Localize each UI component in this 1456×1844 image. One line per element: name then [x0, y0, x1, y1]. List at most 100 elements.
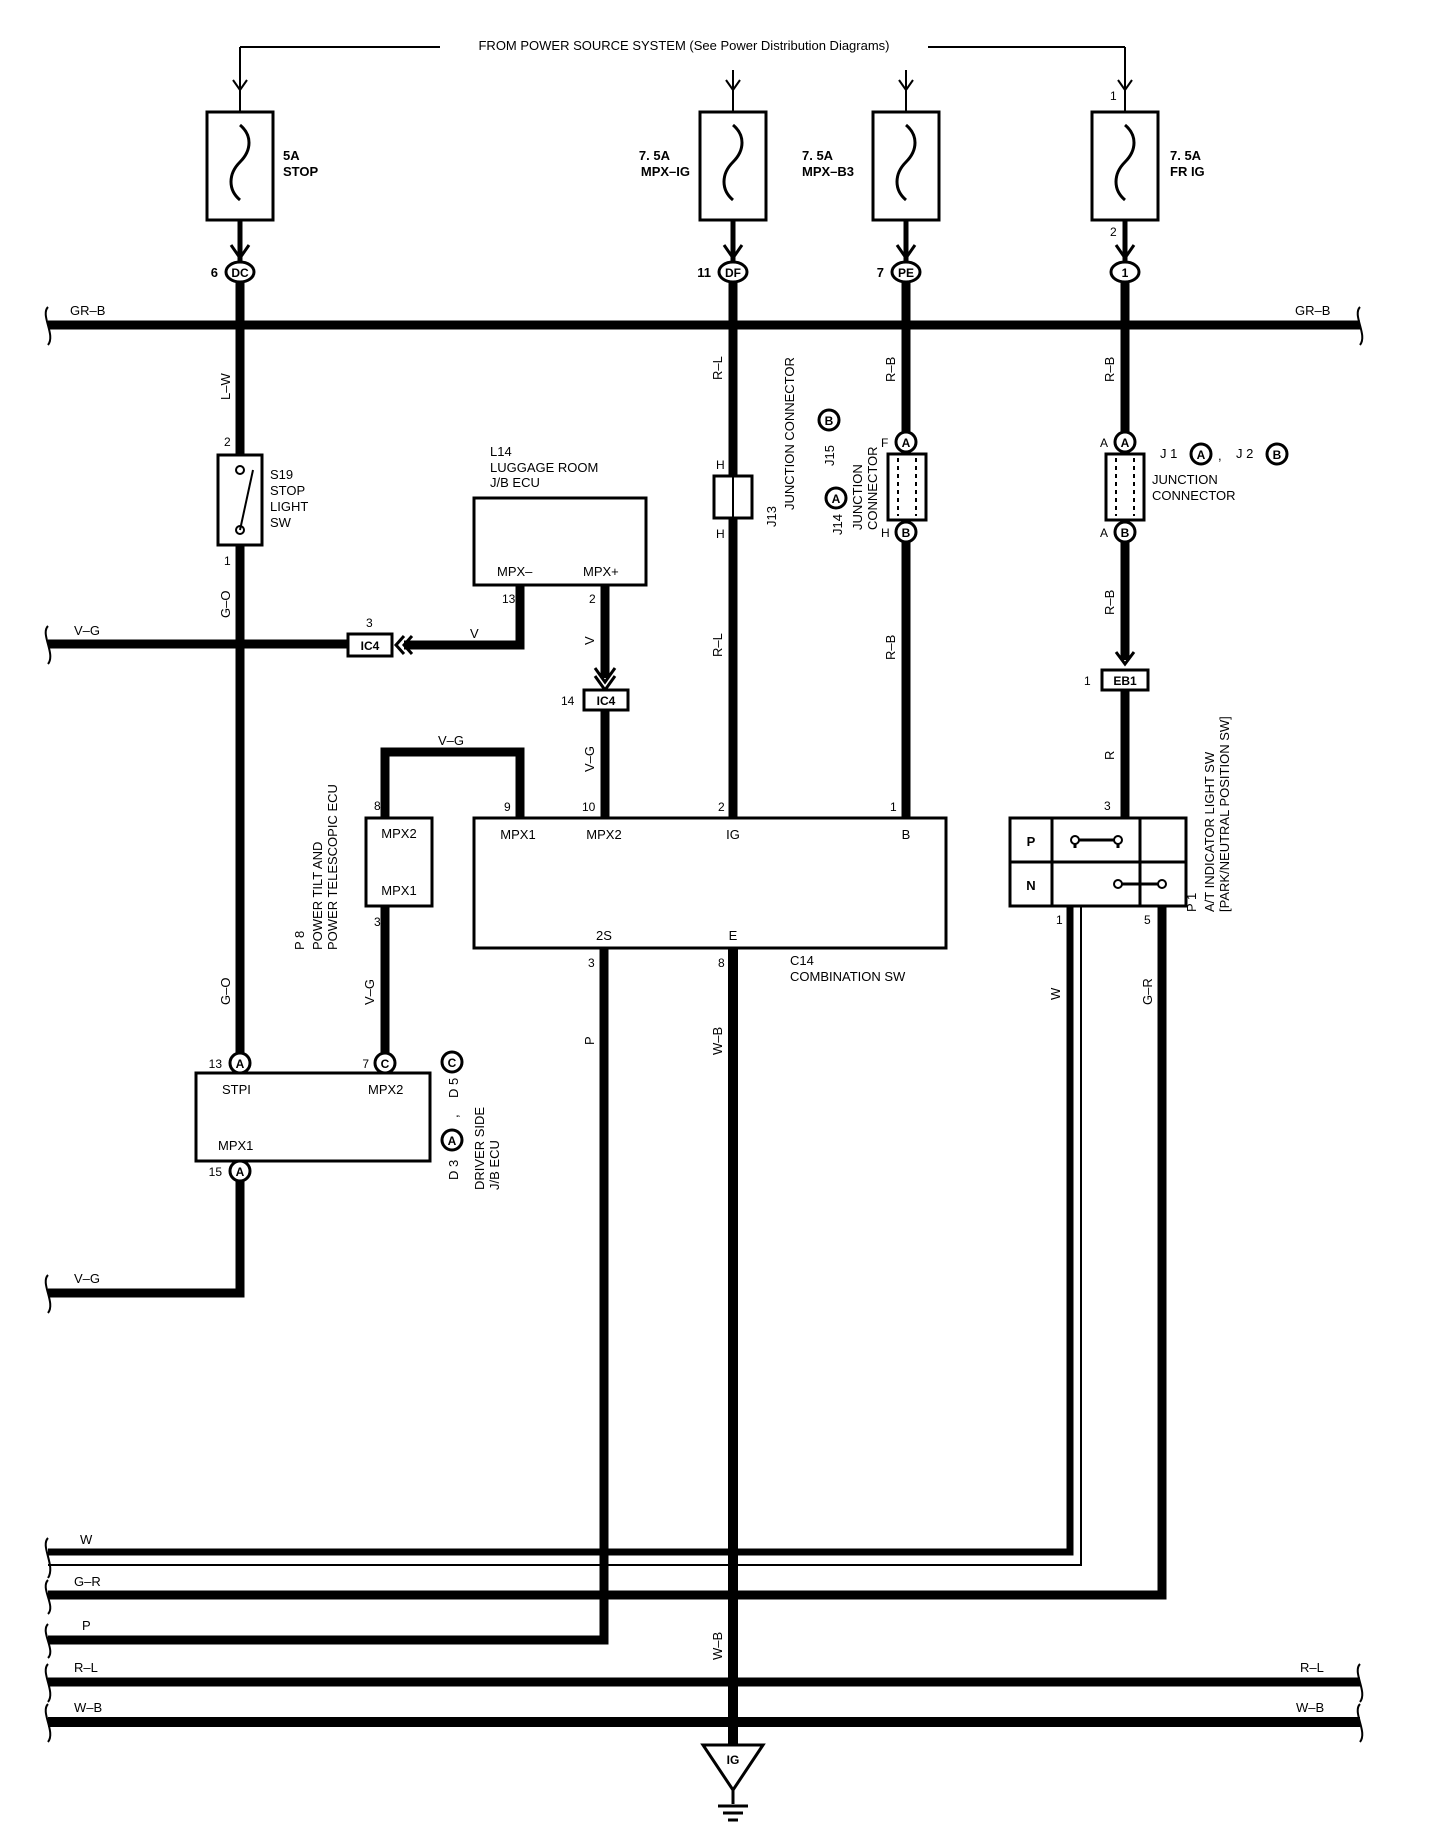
- comb-sw-term-mpx1: MPX1: [500, 827, 535, 842]
- wire-label-v-horizontal: V: [470, 626, 479, 641]
- driver-ecu-term-stpi: STPI: [222, 1082, 251, 1097]
- fuse-fr-ig: 1 2 7. 5A FR IG: [1090, 89, 1205, 239]
- j14-badge-bottom: B: [902, 526, 911, 540]
- luggage-room-ecu: L14 LUGGAGE ROOM J/B ECU MPX– MPX+ 13 2 …: [472, 444, 648, 818]
- driver-ecu-d3-badge: A: [448, 1134, 457, 1148]
- j13-pin-bottom: H: [716, 527, 725, 541]
- driver-ecu-pin-stpi: 13: [209, 1057, 223, 1071]
- driver-ecu-pin-mpx2: 7: [362, 1057, 369, 1071]
- park-sw-line-1: A/T INDICATOR LIGHT SW: [1202, 751, 1217, 912]
- bus-gr-b-right-label: GR–B: [1295, 303, 1330, 318]
- j1-j2-line-2: CONNECTOR: [1152, 488, 1236, 503]
- fuse-fr-ig-pin-out: 2: [1110, 225, 1117, 239]
- wire-label-v-g-loop: V–G: [438, 733, 464, 748]
- tilt-ecu-pin-top: 8: [374, 799, 381, 813]
- wire-label-r: R: [1102, 751, 1117, 760]
- wire-label-w-vertical: W: [1048, 987, 1063, 1000]
- j1-j2-connector: [1104, 452, 1146, 522]
- bus-r-l-left-label: R–L: [74, 1660, 98, 1675]
- ground-symbol: IG: [700, 1743, 766, 1822]
- fuse-mpx-ig: 7. 5A MPX–IG: [639, 90, 768, 222]
- fuse-mpx-b3-amp: 7. 5A: [802, 148, 834, 163]
- j14-pin-bottom: H: [881, 526, 890, 540]
- wire-label-l-w: L–W: [218, 373, 233, 400]
- stop-sw-line-2: LIGHT: [270, 499, 308, 514]
- driver-ecu-term-mpx2: MPX2: [368, 1082, 403, 1097]
- bus-w-label: W: [80, 1532, 93, 1547]
- comb-sw-pin-mpx1: 9: [504, 800, 511, 814]
- luggage-ecu-id: L14: [490, 444, 512, 459]
- fuse-fr-ig-pin-in: 1: [1110, 89, 1117, 103]
- j14-line-2: CONNECTOR: [865, 446, 880, 530]
- connector-dc-pin: 6: [211, 265, 218, 280]
- ic4-mid-label: IC4: [597, 694, 616, 708]
- bus-r-l-right-label: R–L: [1300, 1660, 1324, 1675]
- bus-g-r-label: G–R: [74, 1574, 101, 1589]
- wire-label-r-b-mpx-lower: R–B: [883, 635, 898, 660]
- connector-df-id: DF: [725, 266, 741, 280]
- park-sw-row-p: P: [1027, 834, 1036, 849]
- park-sw-line-2: [PARK/NEUTRAL POSITION SW]: [1217, 716, 1232, 912]
- park-sw-pin-top: 3: [1104, 799, 1111, 813]
- j13-id: J13: [764, 506, 779, 527]
- driver-ecu-badge-mpx2: C: [381, 1057, 390, 1071]
- wire-label-r-b-fr-lower: R–B: [1102, 590, 1117, 615]
- luggage-ecu-line-1: LUGGAGE ROOM: [490, 460, 598, 475]
- bus-gr-b: GR–B GR–B: [44, 303, 1364, 346]
- luggage-ecu-term-minus: MPX–: [497, 564, 533, 579]
- wire-label-g-r-vertical: G–R: [1140, 978, 1155, 1005]
- comb-sw-term-2s: 2S: [596, 928, 612, 943]
- luggage-ecu-line-2: J/B ECU: [490, 475, 540, 490]
- power-source-label: FROM POWER SOURCE SYSTEM (See Power Dist…: [478, 38, 889, 53]
- wire-label-v-vertical: V: [582, 636, 597, 645]
- connector-df-pin: 11: [697, 265, 711, 280]
- luggage-ecu-pin-plus: 2: [589, 592, 596, 606]
- park-sw-id: P 1: [1184, 893, 1199, 912]
- driver-ecu-d3: D 3: [446, 1160, 461, 1180]
- eb1-label: EB1: [1113, 674, 1137, 688]
- stop-sw-line-3: SW: [270, 515, 292, 530]
- j14-badge-top: A: [902, 436, 911, 450]
- driver-ecu-d5: D 5: [446, 1078, 461, 1098]
- j14-line-1: JUNCTION: [850, 464, 865, 530]
- wire-label-r-b-mpx-upper: R–B: [883, 357, 898, 382]
- driver-ecu-separator: ,: [446, 1114, 461, 1118]
- driver-ecu-d5-badge: C: [448, 1056, 457, 1070]
- combination-switch: MPX1 MPX2 IG B 9 10 2 1 2S E 3 8 C14 COM…: [472, 800, 948, 984]
- driver-ecu-line-1: DRIVER SIDE: [472, 1107, 487, 1190]
- bus-v-g-upper: V–G IC4 3 V: [44, 585, 525, 665]
- bus-gr-b-left-label: GR–B: [70, 303, 105, 318]
- j1-pin-bottom: A: [1100, 526, 1108, 540]
- bus-p-label: P: [82, 1618, 91, 1633]
- j1-badge-top: A: [1121, 436, 1130, 450]
- fuse-fr-ig-name: FR IG: [1170, 164, 1205, 179]
- wire-label-g-o-upper: G–O: [218, 591, 233, 618]
- driver-ecu-term-mpx1: MPX1: [218, 1138, 253, 1153]
- stop-sw-pin-bottom: 1: [224, 554, 231, 568]
- wire-label-w-b-upper: W–B: [710, 1027, 725, 1055]
- ic4-left-connector: [346, 632, 394, 658]
- comb-sw-pin-b: 1: [890, 800, 897, 814]
- comb-sw-term-ig: IG: [726, 827, 740, 842]
- connector-pe: PE 7: [877, 260, 922, 284]
- connector-1: 1: [1109, 260, 1141, 284]
- fuse-output-leads: [229, 220, 1136, 262]
- j15-ref: J15: [822, 445, 837, 466]
- j2-id: J 2: [1236, 446, 1253, 461]
- power-source-feed: FROM POWER SOURCE SYSTEM (See Power Dist…: [232, 38, 1133, 92]
- park-sw-row-n: N: [1026, 878, 1035, 893]
- fuse-stop-name: STOP: [283, 164, 318, 179]
- stop-sw-pin-top: 2: [224, 435, 231, 449]
- wire-label-g-o-lower: G–O: [218, 978, 233, 1005]
- tilt-ecu-term-mpx2: MPX2: [381, 826, 416, 841]
- park-neutral-switch: P N 3 1 5 P 1 A/T INDICATOR LIGHT SW [PA…: [1008, 716, 1232, 927]
- lower-buses: W G–R P R–L R–L W–B W–B: [44, 1532, 1364, 1743]
- comb-sw-pin-ig: 2: [718, 800, 725, 814]
- comb-sw-pin-e: 8: [718, 956, 725, 970]
- comb-sw-name: COMBINATION SW: [790, 969, 906, 984]
- ic4-mid-pin: 14: [561, 694, 575, 708]
- driver-ecu-badge-stpi: A: [236, 1057, 245, 1071]
- j1-badge-bottom: B: [1121, 526, 1130, 540]
- bus-v-g-lower-label: V–G: [74, 1271, 100, 1286]
